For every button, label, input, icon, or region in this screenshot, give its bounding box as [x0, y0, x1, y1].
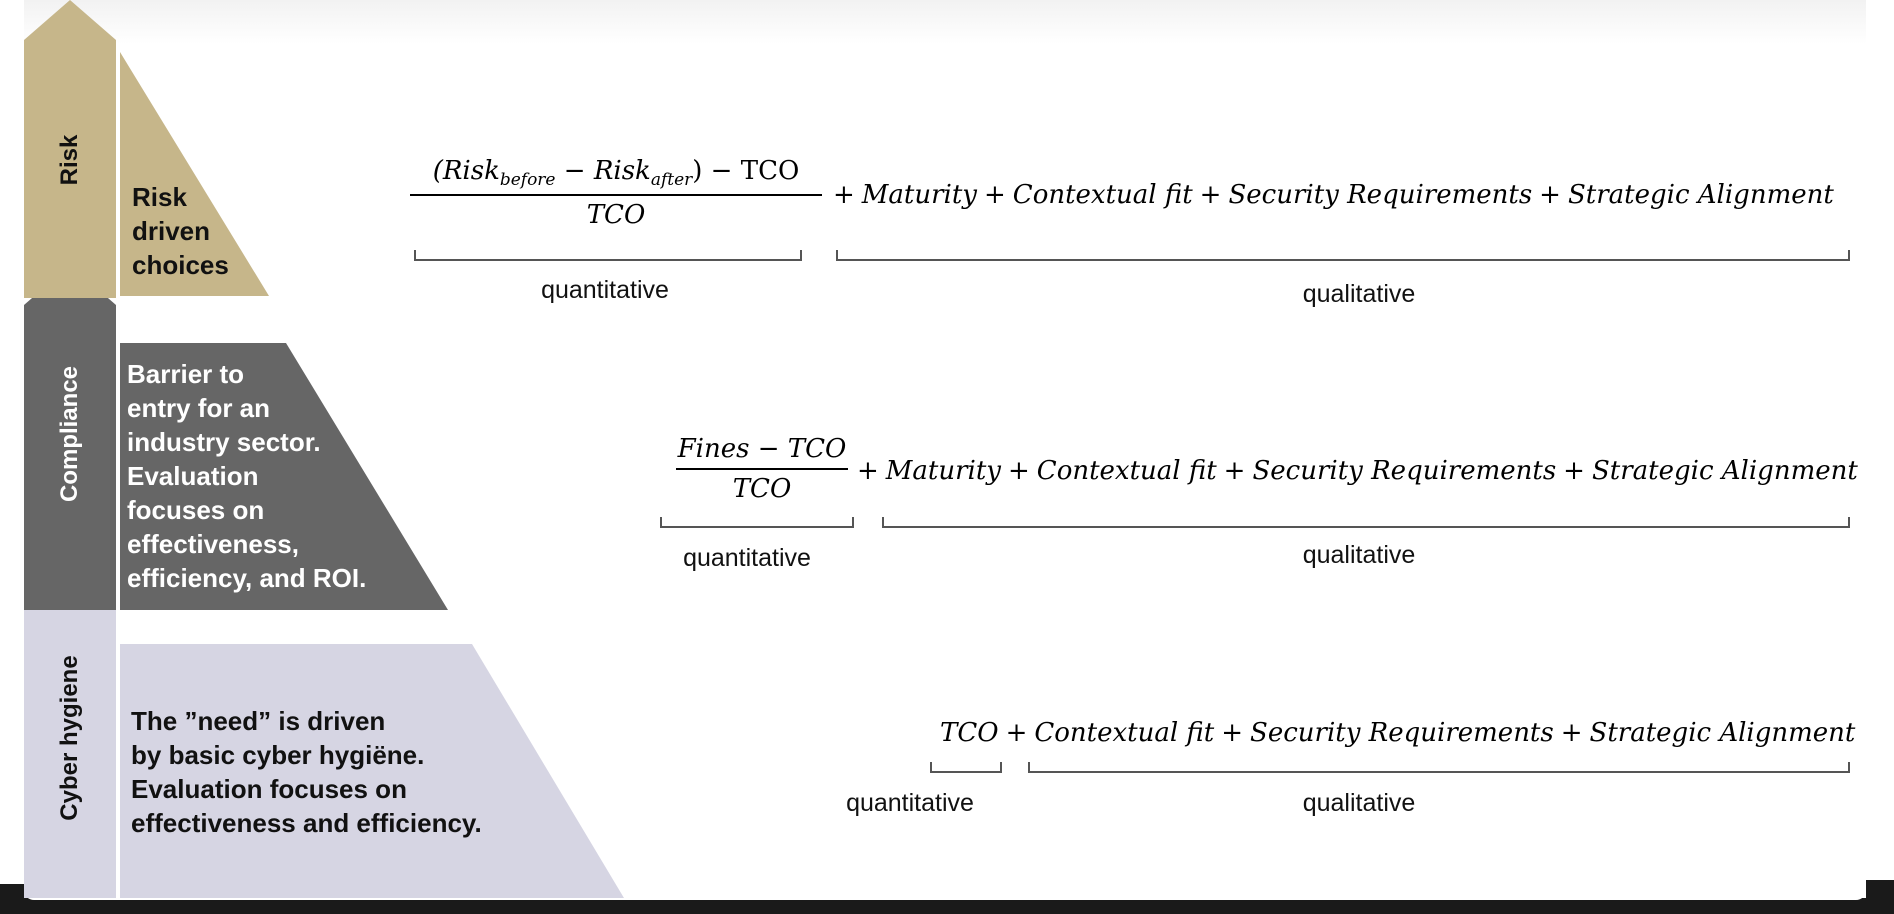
plus-operator: +	[833, 180, 855, 210]
compliance-formula-denominator: TCO	[732, 474, 792, 504]
strategic-alignment-term: Strategic Alignment	[1567, 180, 1834, 210]
plus-operator: +	[1008, 456, 1030, 486]
window-frame-bottom	[0, 898, 1894, 914]
window-frame-corner-left	[0, 884, 24, 914]
plus-operator: +	[1221, 718, 1244, 748]
security-requirements-term: Security Requirements	[1252, 456, 1557, 486]
window-frame-corner-right	[1866, 880, 1894, 914]
plus-operator: +	[1199, 180, 1222, 210]
compliance-desc-line: Evaluation	[127, 461, 259, 491]
hygiene-tier-description: The ”need” is driven by basic cyber hygi…	[131, 704, 482, 840]
hygiene-quantitative-label: quantitative	[846, 789, 974, 817]
compliance-desc-line: effectiveness,	[127, 529, 299, 559]
maturity-term: Maturity	[861, 180, 977, 210]
hygiene-desc-line: The ”need” is driven	[131, 706, 386, 736]
compliance-formula-terms: +Maturity+Contextual fit+Security Requir…	[850, 456, 1858, 486]
hygiene-desc-line: by basic cyber hygiëne.	[131, 740, 425, 770]
risk-quantitative-brace	[414, 250, 802, 261]
compliance-quantitative-label: quantitative	[683, 544, 811, 572]
contextual-fit-term: Contextual fit	[1034, 718, 1215, 748]
plus-operator: +	[857, 456, 879, 486]
plus-operator: +	[1560, 718, 1583, 748]
hygiene-desc-line: effectiveness and efficiency.	[131, 808, 482, 838]
compliance-desc-line: focuses on	[127, 495, 265, 525]
hygiene-formula: TCO+Contextual fit+Security Requirements…	[940, 718, 1855, 748]
compliance-desc-line: entry for an	[127, 393, 271, 423]
contextual-fit-term: Contextual fit	[1036, 456, 1217, 486]
risk-formula-numerator: (Riskbefore − Riskafter) − TCO	[432, 156, 800, 191]
compliance-desc-line: industry sector.	[127, 427, 321, 457]
risk-formula-fraction: (Riskbefore − Riskafter) − TCO TCO	[410, 156, 822, 230]
security-requirements-term: Security Requirements	[1228, 180, 1533, 210]
contextual-fit-term: Contextual fit	[1012, 180, 1193, 210]
compliance-desc-line: Barrier to	[127, 359, 245, 389]
slide-top-shade	[24, 0, 1866, 44]
compliance-fraction-bar	[676, 468, 848, 470]
plus-operator: +	[1005, 718, 1028, 748]
risk-desc-line: Risk	[132, 182, 187, 212]
compliance-desc-line: efficiency, and ROI.	[127, 563, 367, 593]
slide: Risk Compliance Cyber hygiene Risk drive…	[24, 0, 1866, 900]
compliance-qualitative-brace	[882, 517, 1850, 528]
maturity-term: Maturity	[885, 456, 1001, 486]
hygiene-quantitative-brace	[930, 762, 1002, 773]
risk-qualitative-label: qualitative	[1302, 280, 1416, 308]
plus-operator: +	[1539, 180, 1561, 210]
pyramid-diagram	[24, 0, 624, 898]
risk-tier-body	[120, 52, 269, 296]
security-requirements-term: Security Requirements	[1250, 718, 1554, 748]
risk-desc-line: driven	[132, 216, 211, 246]
plus-operator: +	[1563, 456, 1585, 486]
hygiene-tier-arrow	[24, 566, 116, 898]
tco-term: TCO	[940, 718, 999, 748]
compliance-qualitative-label: qualitative	[1302, 541, 1416, 569]
risk-qualitative-brace	[836, 250, 1850, 261]
risk-tier-description: Risk driven choices	[132, 180, 229, 282]
compliance-tier-description: Barrier to entry for an industry sector.…	[127, 357, 366, 595]
risk-tier-title: Risk	[56, 134, 83, 186]
plus-operator: +	[984, 180, 1006, 210]
risk-quantitative-label: quantitative	[541, 276, 669, 304]
compliance-quantitative-brace	[660, 517, 854, 528]
hygiene-tier-title: Cyber hygiene	[56, 655, 83, 821]
risk-formula-denominator: TCO	[586, 200, 646, 231]
hygiene-qualitative-label: qualitative	[1302, 789, 1416, 817]
compliance-tier-body	[120, 343, 448, 610]
compliance-tier-title: Compliance	[56, 365, 83, 503]
strategic-alignment-term: Strategic Alignment	[1589, 718, 1856, 748]
hygiene-tier-body	[120, 644, 624, 898]
risk-formula-terms: +Maturity+Contextual fit+Security Requir…	[826, 180, 1834, 210]
plus-operator: +	[1223, 456, 1246, 486]
risk-fraction-bar	[410, 194, 822, 197]
hygiene-qualitative-brace	[1028, 762, 1850, 773]
strategic-alignment-term: Strategic Alignment	[1591, 456, 1858, 486]
compliance-formula-fraction: Fines − TCO TCO	[676, 434, 848, 504]
hygiene-desc-line: Evaluation focuses on	[131, 774, 407, 804]
compliance-formula-numerator: Fines − TCO	[677, 434, 847, 464]
compliance-tier-arrow	[24, 265, 116, 610]
risk-desc-line: choices	[132, 250, 229, 280]
risk-tier-arrow	[24, 0, 116, 298]
